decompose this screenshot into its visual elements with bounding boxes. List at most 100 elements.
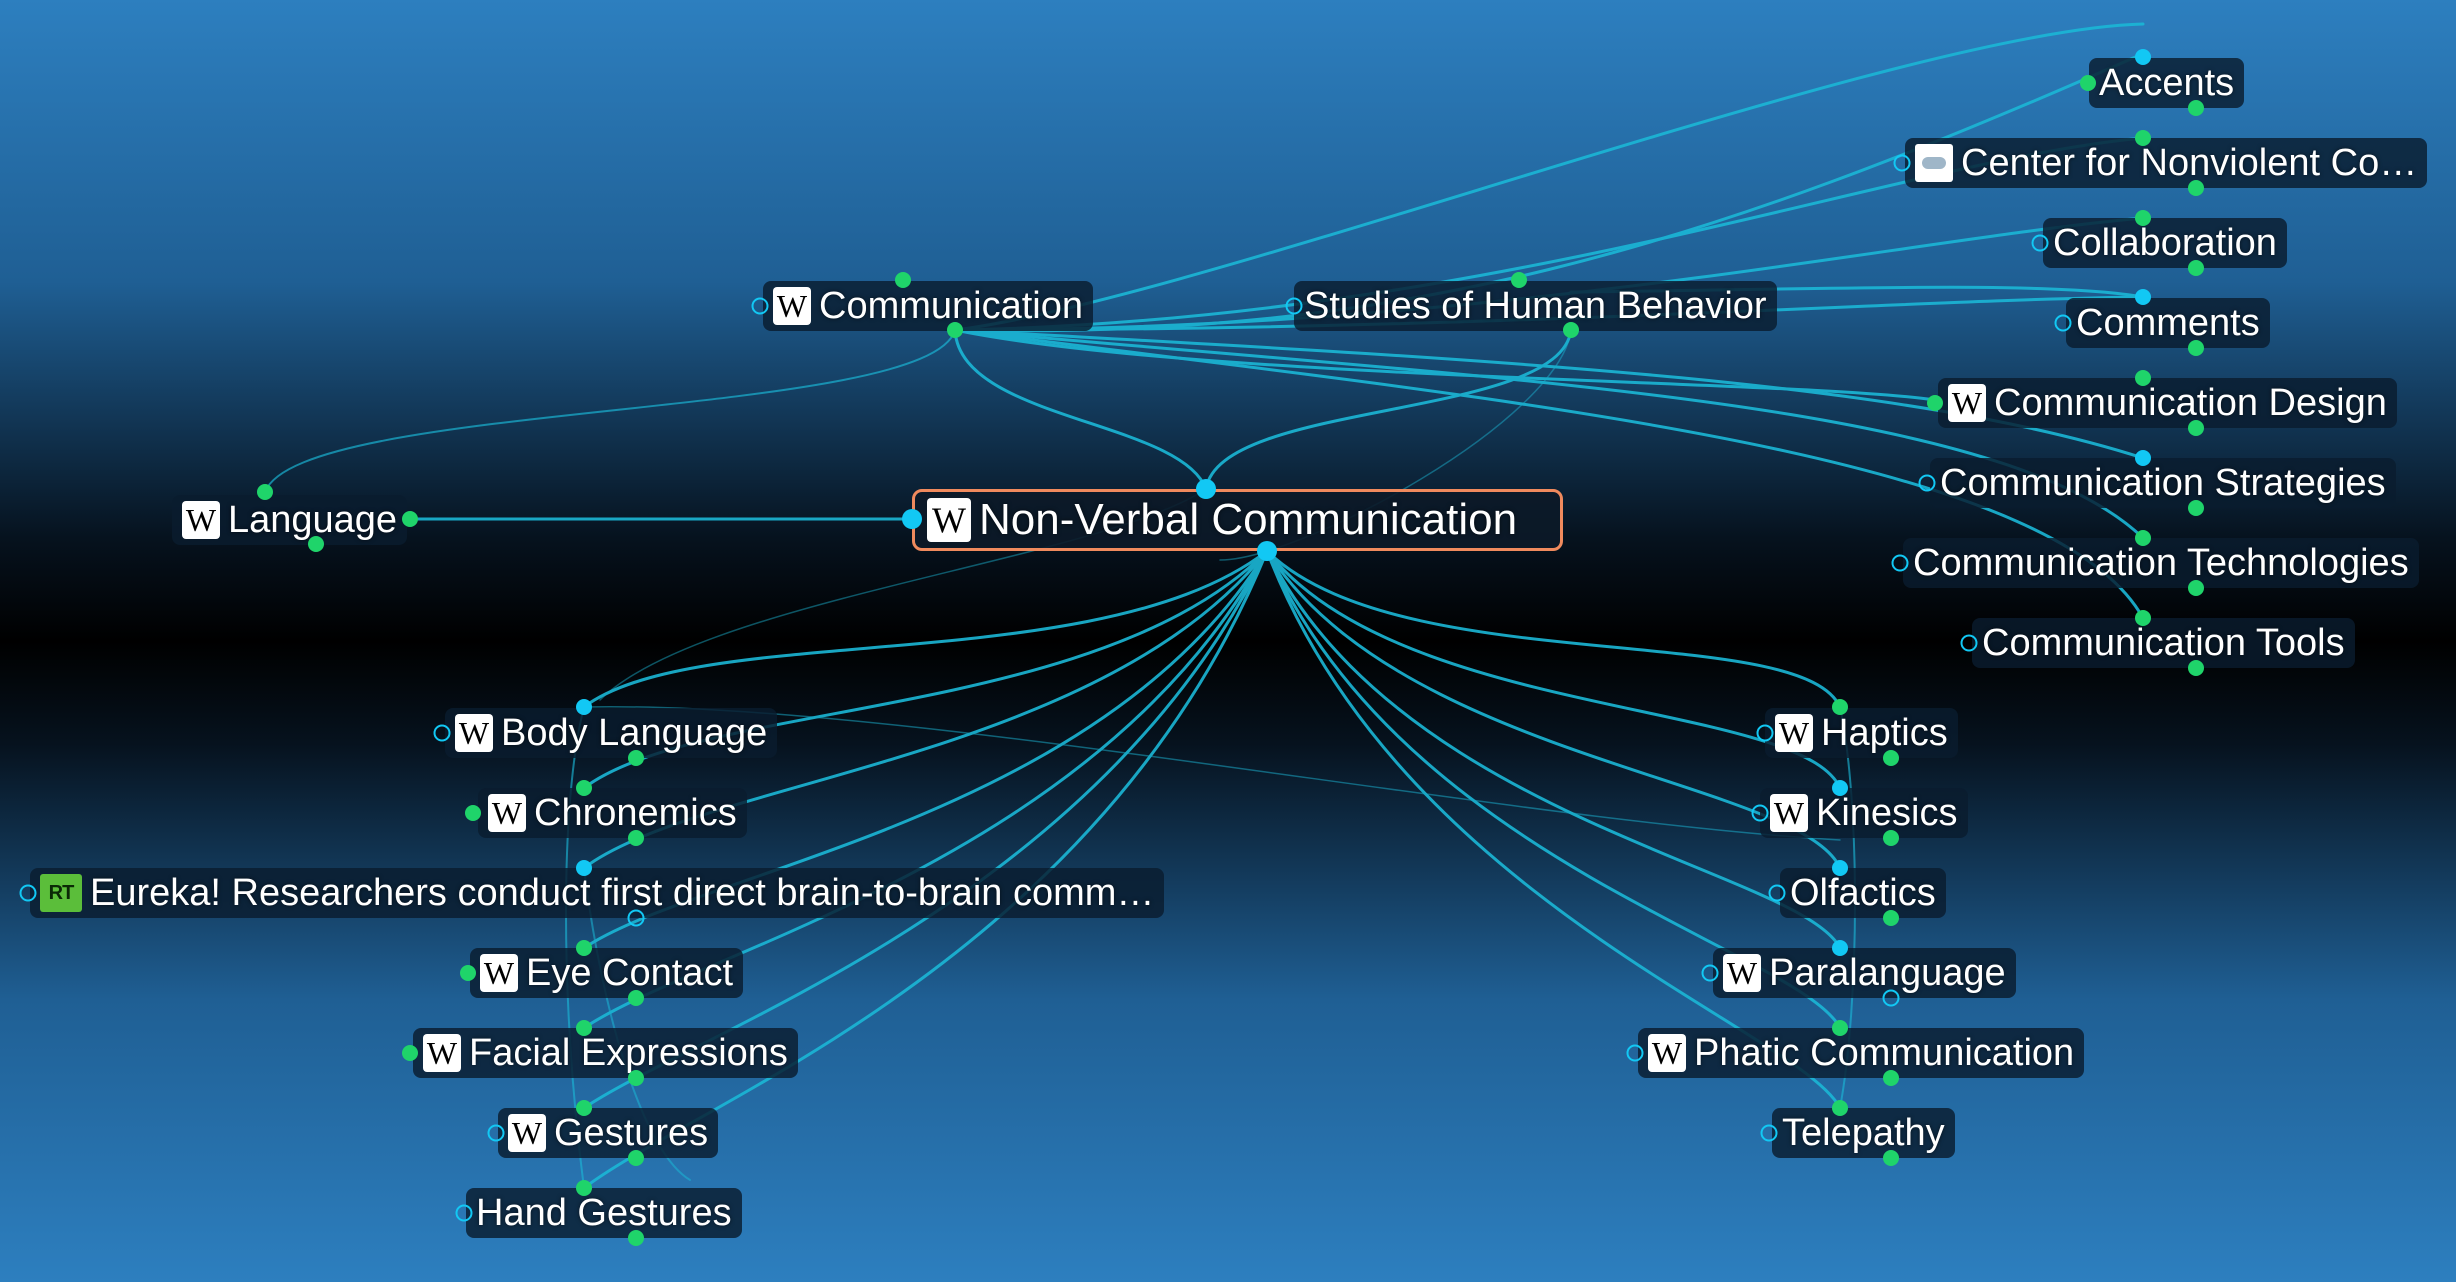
connector-dot[interactable] (1832, 1100, 1848, 1116)
connector-dot[interactable] (1751, 804, 1769, 822)
connector-dot[interactable] (1760, 1124, 1778, 1142)
connector-dot[interactable] (1832, 780, 1848, 796)
connector-dot[interactable] (19, 884, 37, 902)
connector-dot[interactable] (1883, 750, 1899, 766)
connector-dot[interactable] (402, 1045, 418, 1061)
connector-dot[interactable] (902, 509, 922, 529)
connector-dot[interactable] (1832, 940, 1848, 956)
connector-dot[interactable] (947, 322, 963, 338)
node-eureka-article[interactable]: RT Eureka! Researchers conduct first dir… (30, 868, 1165, 918)
connector-dot[interactable] (2135, 289, 2151, 305)
connector-dot[interactable] (628, 990, 644, 1006)
connector-dot[interactable] (628, 750, 644, 766)
connector-dot[interactable] (1883, 910, 1899, 926)
connector-dot[interactable] (2054, 314, 2072, 332)
connector-dot[interactable] (628, 1070, 644, 1086)
connector-dot[interactable] (576, 1100, 592, 1116)
node-gestures[interactable]: W Gestures (498, 1108, 719, 1158)
connector-dot[interactable] (2188, 580, 2204, 596)
node-communication-design[interactable]: W Communication Design (1938, 378, 2397, 428)
connector-dot[interactable] (751, 297, 769, 315)
connector-dot[interactable] (2135, 370, 2151, 386)
node-communication-technologies[interactable]: Communication Technologies (1903, 538, 2419, 588)
node-language[interactable]: W Language (172, 495, 408, 545)
node-hand-gestures[interactable]: Hand Gestures (466, 1188, 742, 1238)
connector-dot[interactable] (1960, 634, 1978, 652)
connector-dot[interactable] (465, 805, 481, 821)
connector-dot[interactable] (455, 1204, 473, 1222)
connector-dot[interactable] (1891, 554, 1909, 572)
connector-dot[interactable] (1832, 1020, 1848, 1036)
node-comments[interactable]: Comments (2066, 298, 2270, 348)
node-telepathy[interactable]: Telepathy (1772, 1108, 1955, 1158)
node-chronemics[interactable]: W Chronemics (478, 788, 747, 838)
node-collaboration[interactable]: Collaboration (2043, 218, 2287, 268)
connector-dot[interactable] (2031, 234, 2049, 252)
connector-dot[interactable] (1883, 1070, 1899, 1086)
node-studies-of-human-behavior[interactable]: Studies of Human Behavior (1294, 281, 1777, 331)
connector-dot[interactable] (2188, 100, 2204, 116)
connector-dot[interactable] (2188, 660, 2204, 676)
node-facial-expressions[interactable]: W Facial Expressions (413, 1028, 798, 1078)
connector-dot[interactable] (1883, 830, 1899, 846)
connector-dot[interactable] (1626, 1044, 1644, 1062)
node-communication[interactable]: W Communication (763, 281, 1093, 331)
connector-dot[interactable] (1883, 1150, 1899, 1166)
connector-dot[interactable] (2188, 420, 2204, 436)
connector-dot[interactable] (1918, 474, 1936, 492)
connector-dot[interactable] (257, 484, 273, 500)
connector-dot[interactable] (460, 965, 476, 981)
connector-dot[interactable] (2135, 450, 2151, 466)
node-communication-tools[interactable]: Communication Tools (1972, 618, 2355, 668)
connector-dot[interactable] (1756, 724, 1774, 742)
connector-dot[interactable] (576, 1020, 592, 1036)
connector-dot[interactable] (1563, 322, 1579, 338)
connector-dot[interactable] (1701, 964, 1719, 982)
node-paralanguage[interactable]: W Paralanguage (1713, 948, 2016, 998)
connector-dot[interactable] (2188, 180, 2204, 196)
connector-dot[interactable] (487, 1124, 505, 1142)
connector-dot[interactable] (1196, 479, 1216, 499)
connector-dot[interactable] (895, 272, 911, 288)
node-body-language[interactable]: W Body Language (445, 708, 778, 758)
connector-dot[interactable] (433, 724, 451, 742)
node-olfactics[interactable]: Olfactics (1780, 868, 1946, 918)
connector-dot[interactable] (2135, 49, 2151, 65)
connector-dot[interactable] (1832, 860, 1848, 876)
connector-dot[interactable] (576, 1180, 592, 1196)
connector-dot[interactable] (576, 699, 592, 715)
connector-dot[interactable] (627, 909, 645, 927)
node-non-verbal-communication[interactable]: W Non-Verbal Communication (912, 489, 1563, 551)
connector-dot[interactable] (628, 1150, 644, 1166)
node-phatic-communication[interactable]: W Phatic Communication (1638, 1028, 2085, 1078)
node-kinesics[interactable]: W Kinesics (1760, 788, 1968, 838)
connector-dot[interactable] (2135, 130, 2151, 146)
connector-dot[interactable] (1893, 154, 1911, 172)
connector-dot[interactable] (308, 536, 324, 552)
node-haptics[interactable]: W Haptics (1765, 708, 1958, 758)
connector-dot[interactable] (576, 780, 592, 796)
node-accents[interactable]: Accents (2089, 58, 2245, 108)
connector-dot[interactable] (2188, 340, 2204, 356)
connector-dot[interactable] (576, 940, 592, 956)
connector-dot[interactable] (1768, 884, 1786, 902)
node-communication-strategies[interactable]: Communication Strategies (1930, 458, 2396, 508)
connector-dot[interactable] (2188, 500, 2204, 516)
connector-dot[interactable] (2135, 610, 2151, 626)
connector-dot[interactable] (2135, 530, 2151, 546)
connector-dot[interactable] (1285, 297, 1303, 315)
connector-dot[interactable] (2135, 210, 2151, 226)
connector-dot[interactable] (2188, 260, 2204, 276)
connector-dot[interactable] (628, 830, 644, 846)
connector-dot[interactable] (1882, 989, 1900, 1007)
connector-dot[interactable] (1511, 272, 1527, 288)
connector-dot[interactable] (1832, 699, 1848, 715)
node-eye-contact[interactable]: W Eye Contact (470, 948, 743, 998)
connector-dot[interactable] (628, 1230, 644, 1246)
connector-dot[interactable] (1257, 541, 1277, 561)
connector-dot[interactable] (402, 511, 418, 527)
connector-dot[interactable] (2080, 75, 2096, 91)
connector-dot[interactable] (1927, 395, 1943, 411)
connector-dot[interactable] (576, 860, 592, 876)
node-center-for-nonviolent-communication[interactable]: Center for Nonviolent Co… (1905, 138, 2428, 188)
